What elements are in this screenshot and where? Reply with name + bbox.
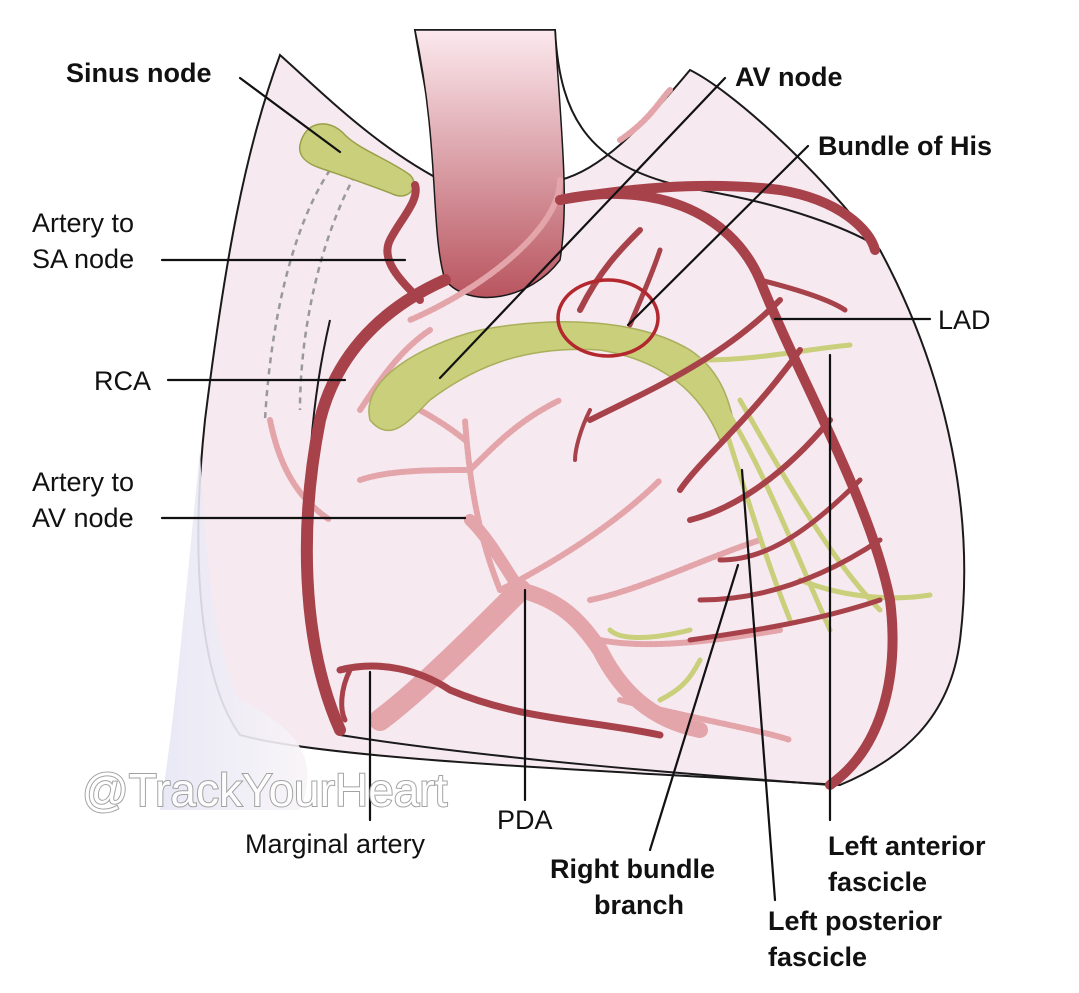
label-bundle-of-his: Bundle of His xyxy=(818,131,992,161)
label-right-bundle-1: Right bundle xyxy=(550,854,715,884)
label-left-posterior-2: fascicle xyxy=(768,942,867,972)
label-pda: PDA xyxy=(497,805,553,835)
label-artery-to-av-2: AV node xyxy=(32,503,134,533)
dark-arteries xyxy=(300,180,898,790)
label-left-anterior-2: fascicle xyxy=(828,867,927,897)
watermark-text: @TrackYourHeart xyxy=(82,764,448,816)
aorta xyxy=(414,29,566,299)
pda-trunk xyxy=(369,514,708,738)
label-lad: LAD xyxy=(938,305,991,335)
label-artery-to-sa-2: SA node xyxy=(32,244,134,274)
label-artery-to-av-1: Artery to xyxy=(32,467,134,497)
label-rca: RCA xyxy=(94,366,151,396)
label-marginal-artery: Marginal artery xyxy=(245,829,426,859)
label-av-node: AV node xyxy=(735,62,843,92)
label-left-posterior-1: Left posterior xyxy=(768,906,943,936)
atrium-shade xyxy=(160,450,308,810)
label-right-bundle-2: branch xyxy=(594,890,684,920)
label-artery-to-sa-1: Artery to xyxy=(32,208,134,238)
leader-lines xyxy=(160,76,932,902)
label-sinus-node: Sinus node xyxy=(66,58,212,88)
label-left-anterior-1: Left anterior xyxy=(828,831,986,861)
av-node-highlight-ring xyxy=(556,278,660,358)
